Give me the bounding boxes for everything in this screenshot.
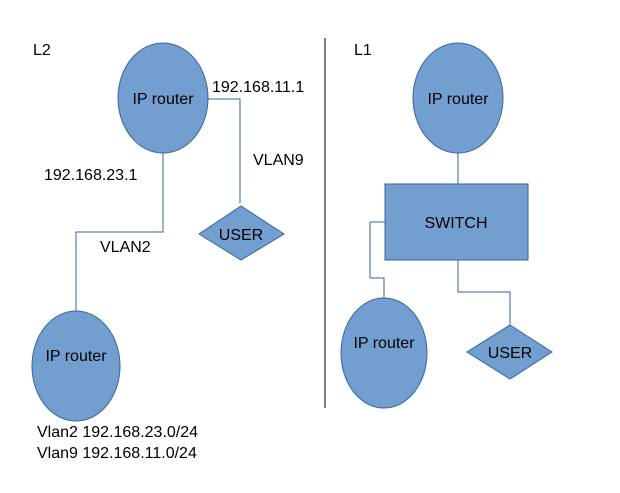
left-bottom-router-label: IP router xyxy=(45,348,107,365)
link-top-router-to-user xyxy=(208,98,241,203)
left-panel-title: L2 xyxy=(33,42,51,59)
link-top-router-to-bottom-router xyxy=(75,150,164,311)
left-top-router-label: IP router xyxy=(132,91,194,108)
left-panel-l2: L2 IP router USER IP router 192.168.11.1… xyxy=(31,42,304,462)
right-top-router-label: IP router xyxy=(427,91,489,108)
subnet-line-vlan2: Vlan2 192.168.23.0/24 xyxy=(37,424,198,441)
switch-label: SWITCH xyxy=(424,215,487,232)
link-switch-to-user xyxy=(457,260,511,325)
right-panel-title: L1 xyxy=(354,42,372,59)
right-bottom-router-label: IP router xyxy=(353,335,415,352)
left-user-label: USER xyxy=(219,227,263,244)
right-bottom-router[interactable]: IP router xyxy=(340,297,428,409)
subnet-line-vlan9: Vlan9 192.168.11.0/24 xyxy=(37,445,197,462)
right-top-router[interactable]: IP router xyxy=(412,42,504,154)
left-top-router[interactable]: IP router xyxy=(117,42,209,154)
ip-label-192-168-11-1: 192.168.11.1 xyxy=(212,79,304,96)
right-user-node[interactable]: USER xyxy=(466,324,553,380)
right-panel-l1: L1 IP router SWITCH IP router USER xyxy=(340,42,553,409)
left-user-node[interactable]: USER xyxy=(198,205,285,261)
vlan9-label: VLAN9 xyxy=(253,152,304,169)
left-bottom-router[interactable]: IP router xyxy=(31,310,121,422)
vlan2-label: VLAN2 xyxy=(100,239,151,256)
link-switch-to-bottom-router xyxy=(369,221,385,298)
ip-label-192-168-23-1: 192.168.23.1 xyxy=(44,167,138,184)
right-user-label: USER xyxy=(488,345,532,362)
right-switch[interactable]: SWITCH xyxy=(384,183,529,261)
